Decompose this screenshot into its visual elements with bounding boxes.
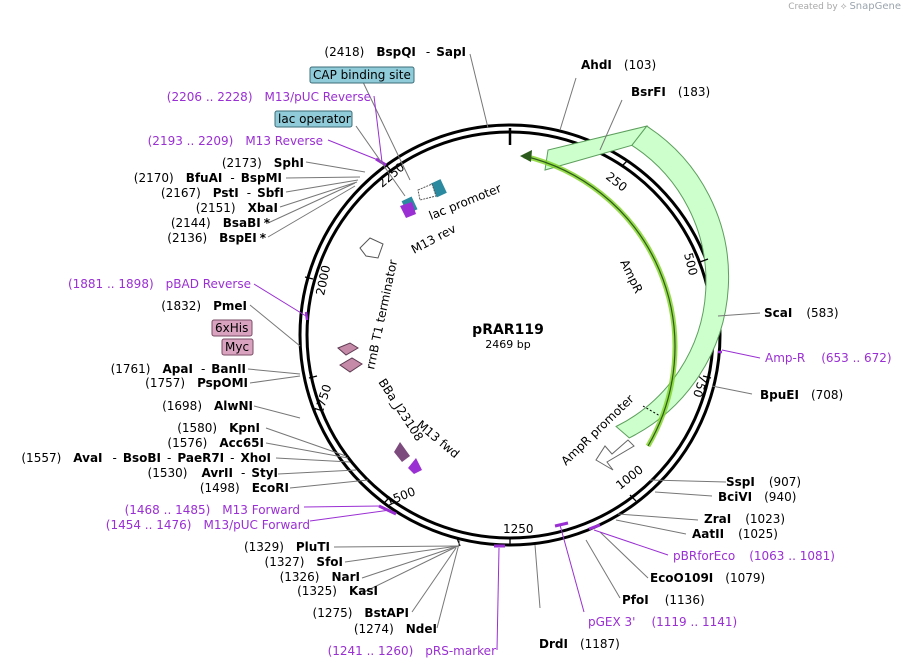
box-6xhis [211,319,253,337]
primer-m13-reverse[interactable]: (2193 .. 2209)M13 Reverse [148,134,323,148]
site-avai-group[interactable]: (1557)AvaI-BsoBI-PaeR7I-XhoI [21,451,271,465]
ampr-arrowhead [544,125,648,171]
feature-label-rrnb-t1: rrnB T1 terminator [363,258,400,370]
site-psti-sbfi[interactable]: (2167)PstI-SbfI [161,186,284,200]
primer-mark-pbr [588,523,601,531]
snapgene-credit: Created by ⟡ SnapGene [788,1,901,12]
m13-rev-arrow-icon [400,202,416,218]
site-pfoi[interactable]: PfoI(1136) [622,593,705,607]
tick-label-500: 500 [681,251,700,277]
m13-fwd-arrow-icon [408,458,422,474]
site-kasi[interactable]: (1325)KasI [297,584,378,598]
label-lac-operator[interactable]: lac operator [278,112,351,126]
label-6xhis[interactable]: 6xHis [215,321,248,335]
site-ahdi[interactable]: AhdI(103) [581,58,656,72]
plasmid-name: pRAR119 [472,322,544,338]
site-avrii-styi[interactable]: (1530)AvrII-StyI [148,466,278,480]
primer-m13puc-forward[interactable]: (1454 .. 1476)M13/pUC Forward [106,518,310,532]
ampr-promoter-arrow-icon [595,439,635,471]
site-kpni[interactable]: (1580)KpnI [177,421,260,435]
site-aatii[interactable]: AatII(1025) [692,527,778,541]
site-bcivi[interactable]: BciVI(940) [718,490,796,504]
site-acc65i[interactable]: (1576)Acc65I [167,436,264,450]
site-bspqi-sapi[interactable]: (2418)BspQI-SapI [324,45,466,59]
label-myc[interactable]: Myc [225,340,249,354]
myc-tag-arrow-icon [339,357,363,373]
site-pluti[interactable]: (1329)PluTI [244,540,330,554]
primer-m13puc-reverse[interactable]: (2206 .. 2228)M13/pUC Reverse [167,90,371,104]
terminator-arrow-icon [359,237,384,259]
feature-label-m13-rev: M13 rev [409,221,458,256]
ampr-feature [615,125,730,439]
site-pmei[interactable]: (1832)PmeI [161,299,247,313]
bba-promoter-arrow-icon [394,442,410,462]
site-pspomi[interactable]: (1757)PspOMI [145,376,248,390]
site-nari[interactable]: (1326)NarI [280,570,360,584]
primer-leader-lines [253,95,761,651]
his-tag-arrow-icon [337,342,359,356]
site-drdi[interactable]: DrdI(1187) [539,637,620,651]
tick-label-250: 250 [603,169,630,194]
box-myc [221,338,254,356]
primer-m13-forward[interactable]: (1468 .. 1485)M13 Forward [125,503,300,517]
feature-label-bba: BBa_J23108 [375,376,426,444]
primer-prs-marker[interactable]: (1241 .. 1260)pRS-marker [328,644,496,658]
backbone-ticks [304,159,712,547]
site-ecori[interactable]: (1498)EcoRI [200,481,289,495]
label-cap-binding-site[interactable]: CAP binding site [313,68,411,82]
site-sphi[interactable]: (2173)SphI [222,156,304,170]
tick-label-1250: 1250 [503,522,534,536]
box-cap-binding-site [309,66,415,84]
site-bsrfi[interactable]: BsrFI(183) [631,85,710,99]
plasmid-size: 2469 bp [485,338,530,351]
snapgene-logo-icon: ⟡ [840,2,847,12]
site-apai-banii[interactable]: (1761)ApaI-BanII [111,362,246,376]
site-scai[interactable]: ScaI(583) [764,306,839,320]
ampr-highlight-arrow-icon [520,150,532,162]
site-zrai[interactable]: ZraI(1023) [704,512,785,526]
site-ndei[interactable]: (1274)NdeI [354,622,437,636]
site-bpuei[interactable]: BpuEI(708) [760,388,843,402]
ampr-promoter-boundary [642,405,661,417]
credit-brand: SnapGene [849,1,901,12]
credit-prefix: Created by [788,2,838,12]
site-xbai[interactable]: (2151)XbaI [196,201,278,215]
primer-ampr[interactable]: Amp-R(653 .. 672) [765,351,892,365]
site-bsabi[interactable]: (2144)BsaBI* [171,216,271,230]
primer-pbrforeco[interactable]: pBRforEco(1063 .. 1081) [673,549,835,563]
primer-pbad-reverse[interactable]: (1881 .. 1898)pBAD Reverse [68,277,251,291]
site-bspei[interactable]: (2136)BspEI* [167,231,266,245]
tick-label-750: 750 [690,373,710,399]
site-ecoo109i[interactable]: EcoO109I(1079) [650,571,765,585]
site-bstapi[interactable]: (1275)BstAPI [313,606,409,620]
feature-label-ampr: AmpR [617,257,645,295]
primer-pgex3[interactable]: pGEX 3'(1119 .. 1141) [588,615,737,629]
box-lac-operator [274,110,353,128]
ampr-highlight-line [523,155,676,447]
primer-mark-pgex [554,521,569,528]
feature-label-m13-fwd: M13 fwd [414,418,462,461]
leader-lines [247,53,761,629]
lac-promoter-arrow-icon [417,183,437,201]
site-sfoi[interactable]: (1327)SfoI [265,555,343,569]
cap-site-block [430,179,447,198]
tick-label-1000: 1000 [613,463,646,493]
primer-mark-pbad [304,311,309,321]
tick-label-2000: 2000 [313,264,333,297]
site-alwni[interactable]: (1698)AlwNI [162,399,253,413]
site-sspi[interactable]: SspI(907) [726,475,801,489]
site-bfuai-bspmi[interactable]: (2170)BfuAI-BspMI [134,171,282,185]
